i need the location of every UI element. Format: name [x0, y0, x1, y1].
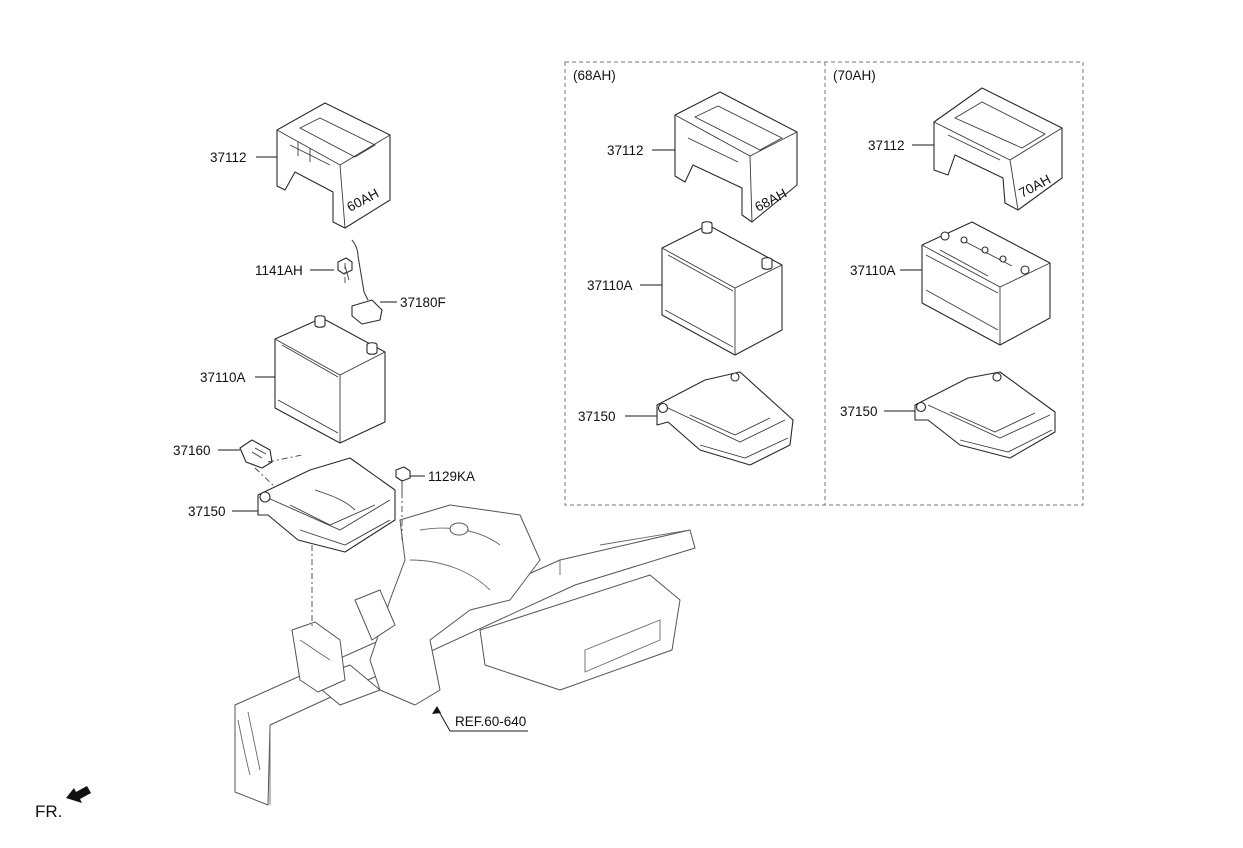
battery-cover-main: 60AH	[276, 102, 391, 229]
variant-68ah: 68AH	[625, 91, 798, 466]
label-37110a-68ah: 37110A	[587, 278, 633, 293]
front-label: FR.	[35, 802, 62, 821]
battery-cable	[351, 239, 383, 325]
front-indicator: FR.	[35, 786, 91, 821]
title-70ah: (70AH)	[833, 68, 876, 83]
label-37150-70ah: 37150	[840, 404, 878, 419]
label-37180f: 37180F	[400, 295, 446, 310]
label-1141ah: 1141AH	[255, 263, 303, 278]
label-1129ka: 1129KA	[428, 469, 475, 484]
front-arrow-icon	[66, 786, 91, 803]
main-leaders	[218, 156, 528, 732]
tray-bolt	[395, 466, 411, 492]
assembly-guide-lines	[254, 262, 403, 628]
label-37150-68ah: 37150	[578, 409, 616, 424]
variant-box	[564, 61, 1084, 506]
label-37110a-70ah: 37110A	[850, 263, 896, 278]
battery-main	[274, 315, 386, 444]
battery-tray-main	[257, 457, 396, 553]
label-ref: REF.60-640	[455, 714, 526, 729]
label-37160: 37160	[173, 443, 211, 458]
label-37112-68ah: 37112	[607, 143, 644, 158]
battery-clamp	[239, 439, 273, 469]
label-37112-70ah: 37112	[868, 138, 905, 153]
variant-70ah: 70AH	[884, 87, 1063, 459]
vehicle-frame	[234, 504, 696, 806]
label-37150-main: 37150	[188, 504, 226, 519]
title-68ah: (68AH)	[573, 68, 616, 83]
label-37112-main: 37112	[210, 150, 247, 165]
label-37110a-main: 37110A	[200, 370, 246, 385]
